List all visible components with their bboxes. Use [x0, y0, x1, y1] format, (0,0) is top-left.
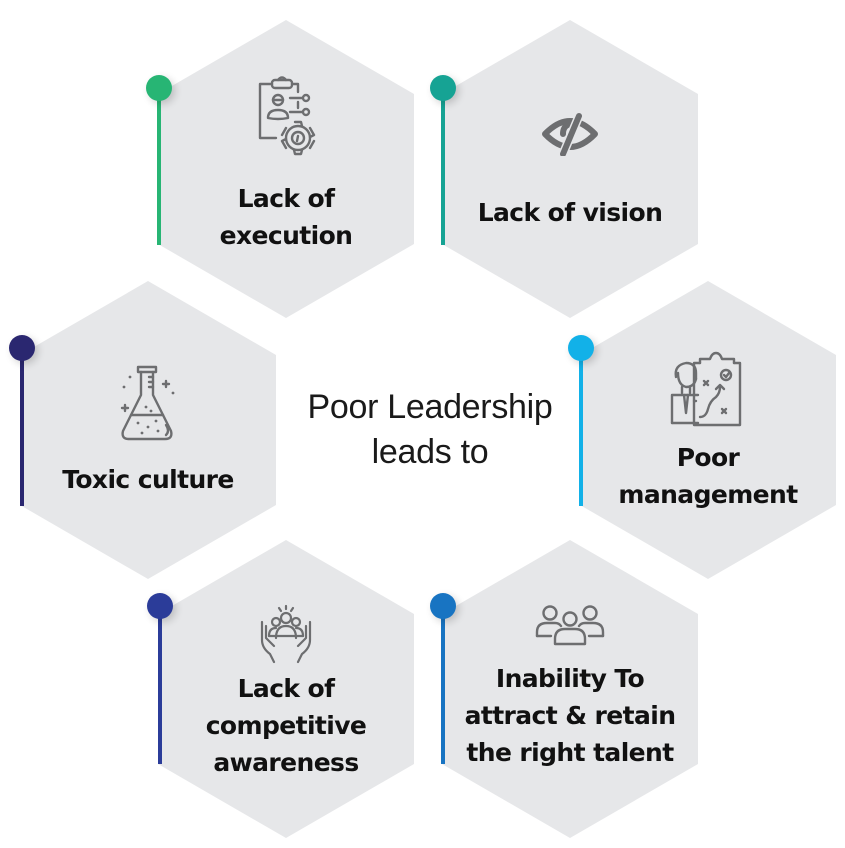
hexagon-shape — [442, 20, 698, 318]
marker-dot-management — [568, 335, 594, 361]
hex-talent-retention: Inability To attract & retain the right … — [442, 540, 698, 838]
hands-holding-people-icon — [158, 604, 414, 664]
eye-slash-icon — [442, 112, 698, 156]
marker-dot-toxic — [9, 335, 35, 361]
marker-dot-vision — [430, 75, 456, 101]
connector-line-vision — [441, 88, 445, 245]
connector-line-talent — [441, 606, 445, 764]
manager-strategy-board-icon — [580, 351, 836, 429]
hexagon-shape — [158, 20, 414, 318]
connector-line-toxic — [20, 348, 24, 506]
hex-toxic-culture: Toxic culture — [20, 281, 276, 579]
item-label: Lack of competitive awareness — [205, 674, 367, 777]
center-title: Poor Leadership leads to — [260, 385, 600, 475]
marker-dot-talent — [430, 593, 456, 619]
item-label: Inability To attract & retain the right … — [464, 664, 676, 767]
hex-lack-of-execution: Lack of execution — [158, 20, 414, 318]
hexagon-shape — [442, 540, 698, 838]
item-label: Toxic culture — [62, 465, 234, 494]
item-label: Lack of execution — [219, 184, 353, 250]
marker-dot-execution — [146, 75, 172, 101]
hex-poor-management: Poor management — [580, 281, 836, 579]
hexagon-shape — [20, 281, 276, 579]
connector-line-competitive — [158, 606, 162, 764]
hex-lack-of-competitive-awareness: Lack of competitive awareness — [158, 540, 414, 838]
hex-lack-of-vision: Lack of vision — [442, 20, 698, 318]
item-label: Poor management — [618, 443, 798, 509]
connector-line-execution — [157, 88, 161, 245]
clipboard-gear-icon — [158, 76, 414, 156]
marker-dot-competitive — [147, 593, 173, 619]
connector-line-management — [579, 348, 583, 506]
flask-icon — [20, 365, 276, 445]
hexagon-shape — [158, 540, 414, 838]
people-group-icon — [442, 604, 698, 646]
center-title-line2: leads to — [371, 433, 489, 471]
hexagon-shape — [580, 281, 836, 579]
center-title-line1: Poor Leadership — [307, 388, 553, 426]
item-label: Lack of vision — [477, 198, 663, 227]
